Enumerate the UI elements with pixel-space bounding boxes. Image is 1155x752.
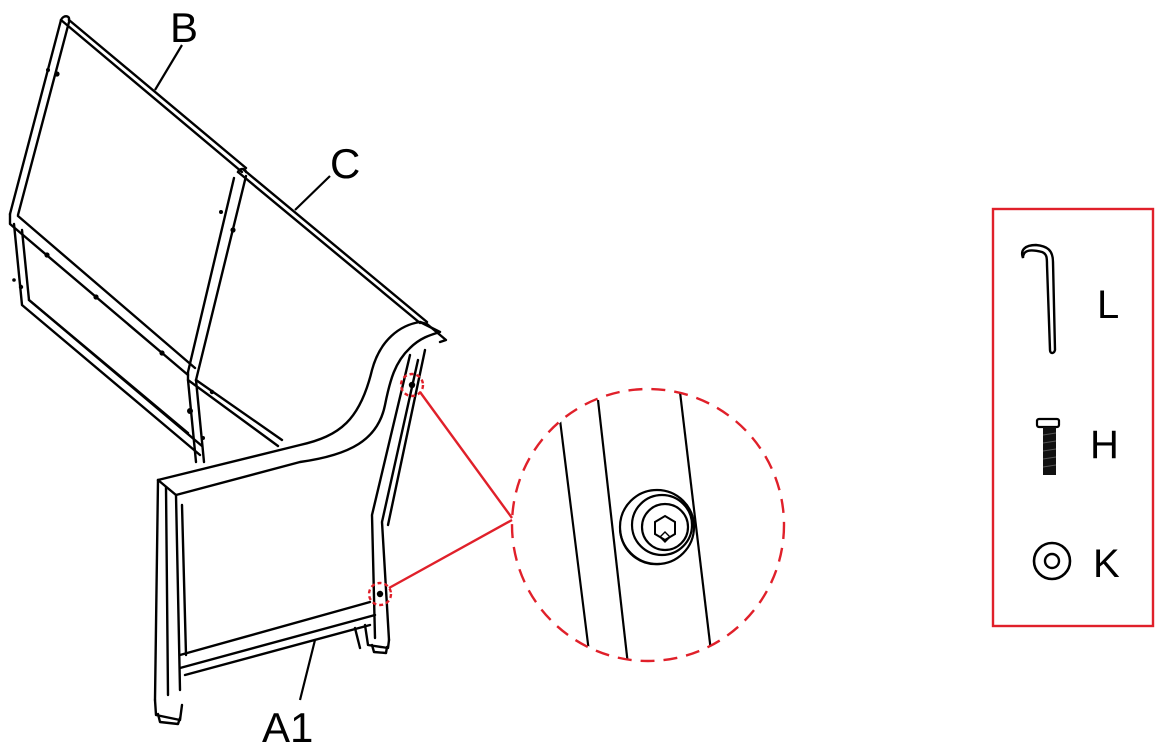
detail-callout: [367, 372, 786, 663]
label-leaders: [154, 44, 331, 701]
callout-line-bottom: [388, 518, 513, 590]
bolt-dot-icon: [44, 252, 50, 258]
frame-c: [186, 167, 429, 464]
callout-marker-bottom: [367, 581, 393, 607]
hardware-legend: L H K: [991, 207, 1155, 628]
bolt-dot-icon: [159, 350, 165, 356]
hardware-label-k: K: [1093, 542, 1120, 586]
frame-b: [8, 15, 248, 457]
bolt-dot-icon: [230, 227, 236, 233]
part-label-a1: A1: [262, 704, 313, 747]
magnified-bolt-head-icon: [630, 493, 694, 557]
bolt-dot-icon: [219, 210, 223, 214]
bolt-dot-icon: [376, 590, 384, 598]
hex-socket-icon: [654, 514, 676, 542]
washer-icon: [1032, 541, 1072, 581]
part-label-b: B: [170, 4, 198, 51]
allen-key-icon: [1021, 243, 1057, 355]
part-label-c: C: [330, 140, 360, 187]
bolt-dot-icon: [209, 389, 215, 395]
bolt-dot-icon: [408, 381, 416, 389]
bolt-dot-icon: [46, 68, 50, 72]
callout-line-top: [419, 391, 513, 519]
bolt-icon: [1035, 417, 1061, 475]
bolt-dot-icon: [54, 71, 60, 77]
callout-magnified-circle: [510, 387, 786, 663]
callout-marker-top: [399, 372, 425, 398]
bolt-dot-icon: [93, 294, 99, 300]
hardware-label-l: L: [1097, 283, 1119, 327]
bolt-dot-icon: [201, 436, 205, 440]
hardware-legend-frame: [991, 207, 1155, 628]
bolt-dot-icon: [12, 278, 16, 282]
magnified-detail: [558, 391, 714, 660]
bolt-dot-icon: [187, 408, 193, 414]
hardware-label-h: H: [1090, 423, 1119, 467]
bolt-dot-icon: [18, 284, 24, 290]
side-panel-a1: [153, 320, 448, 726]
